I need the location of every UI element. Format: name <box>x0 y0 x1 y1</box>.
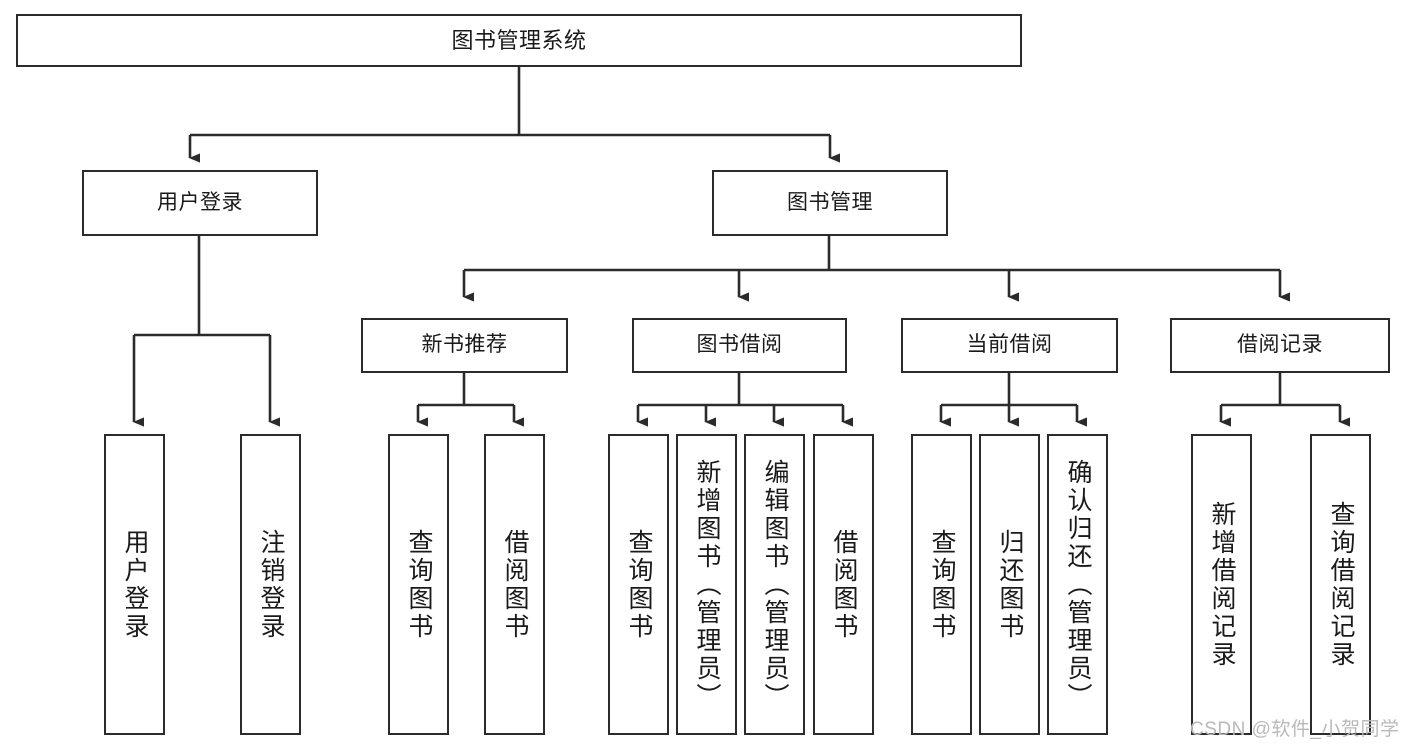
node-root[interactable]: 图书管理系统 <box>16 14 1022 67</box>
leaf-query-book-3[interactable]: 查询图书 <box>911 434 972 735</box>
leaf-query-book-1[interactable]: 查询图书 <box>388 434 449 735</box>
node-book-manage-label: 图书管理 <box>787 190 873 214</box>
node-new-book-recommend-label: 新书推荐 <box>421 333 508 357</box>
node-book-borrow[interactable]: 图书借阅 <box>632 318 847 373</box>
leaf-return-book-label: 归还图书 <box>996 528 1024 641</box>
leaf-borrow-book-1[interactable]: 借阅图书 <box>484 434 545 735</box>
node-book-borrow-label: 图书借阅 <box>696 333 783 357</box>
leaf-add-book[interactable]: 新增图书（管理员） <box>676 434 737 735</box>
leaf-add-book-label: 新增图书（管理员） <box>693 458 721 711</box>
leaf-borrow-book-1-label: 借阅图书 <box>501 528 529 641</box>
node-new-book-recommend[interactable]: 新书推荐 <box>361 318 568 373</box>
node-user-login-label: 用户登录 <box>157 190 243 214</box>
node-user-login[interactable]: 用户登录 <box>82 170 318 236</box>
leaf-query-record-label: 查询借阅记录 <box>1327 500 1355 669</box>
leaf-return-book[interactable]: 归还图书 <box>979 434 1040 735</box>
leaf-add-record-label: 新增借阅记录 <box>1208 500 1236 669</box>
leaf-user-login[interactable]: 用户登录 <box>104 434 165 735</box>
node-borrow-record[interactable]: 借阅记录 <box>1170 318 1390 373</box>
node-current-borrow[interactable]: 当前借阅 <box>901 318 1118 373</box>
leaf-query-book-1-label: 查询图书 <box>405 528 433 641</box>
leaf-borrow-book-2-label: 借阅图书 <box>830 528 858 641</box>
leaf-query-book-2[interactable]: 查询图书 <box>608 434 669 735</box>
node-current-borrow-label: 当前借阅 <box>966 333 1053 357</box>
node-root-label: 图书管理系统 <box>451 27 587 53</box>
leaf-logout-label: 注销登录 <box>257 528 285 641</box>
leaf-user-login-label: 用户登录 <box>121 528 149 641</box>
leaf-query-book-2-label: 查询图书 <box>625 528 653 641</box>
leaf-logout[interactable]: 注销登录 <box>240 434 301 735</box>
leaf-edit-book[interactable]: 编辑图书（管理员） <box>744 434 805 735</box>
leaf-edit-book-label: 编辑图书（管理员） <box>761 458 789 711</box>
leaf-confirm-return[interactable]: 确认归还（管理员） <box>1047 434 1108 735</box>
leaf-borrow-book-2[interactable]: 借阅图书 <box>813 434 874 735</box>
leaf-confirm-return-label: 确认归还（管理员） <box>1064 458 1092 711</box>
leaf-query-book-3-label: 查询图书 <box>928 528 956 641</box>
node-borrow-record-label: 借阅记录 <box>1237 333 1323 357</box>
leaf-query-record[interactable]: 查询借阅记录 <box>1310 434 1371 735</box>
node-book-manage[interactable]: 图书管理 <box>712 170 948 236</box>
leaf-add-record[interactable]: 新增借阅记录 <box>1191 434 1252 735</box>
